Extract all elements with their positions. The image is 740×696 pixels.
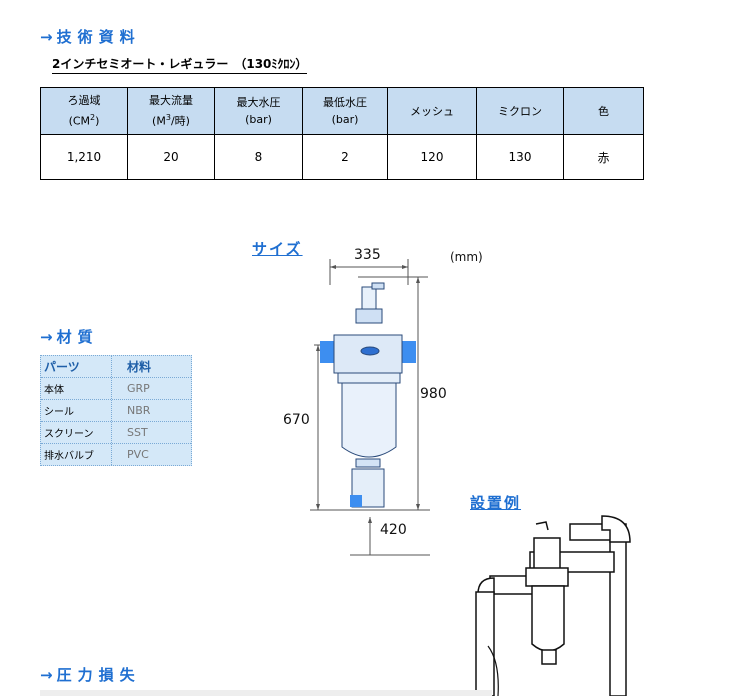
header-line1: 最大水圧 <box>236 96 281 109</box>
dim-width: 335 <box>354 247 381 263</box>
material-heading: →材質 <box>40 326 99 347</box>
size-link[interactable]: サイズ <box>252 240 303 258</box>
materials-table: パーツ 材料 本体 GRP シール NBR スクリーン SST 排水バルブ PV… <box>40 355 192 466</box>
spec-header-cell: 最大水圧 (bar) <box>214 87 303 135</box>
arrow-icon: → <box>40 28 53 46</box>
spec-header-cell: ミクロン <box>476 87 564 135</box>
materials-row: 排水バルブ PVC <box>41 444 191 465</box>
spec-value-cell: 120 <box>387 134 477 180</box>
size-unit: (mm) <box>450 250 483 264</box>
materials-header-part: パーツ <box>41 356 112 377</box>
installation-drawing <box>475 515 631 696</box>
materials-row: スクリーン SST <box>41 422 191 444</box>
header-line2: (bar) <box>245 113 272 126</box>
header-line1: ろ過域 <box>67 94 101 108</box>
spec-header-cell: 最大流量 (M3/時) <box>127 87 215 135</box>
arrow-icon: → <box>40 328 53 346</box>
spec-value-row: 1,210 20 8 2 120 130 赤 <box>40 134 644 180</box>
material-value: PVC <box>127 448 149 461</box>
material-value: SST <box>127 426 148 439</box>
dim-height-body: 670 <box>283 412 310 428</box>
arrow-icon: → <box>40 666 53 684</box>
spec-value-cell: 2 <box>302 134 388 180</box>
product-subtitle: 2インチセミオート・レギュラー （130ﾐｸﾛﾝ） <box>52 55 308 74</box>
dim-clearance: 420 <box>380 522 407 538</box>
pressure-loss-heading: →圧力損失 <box>40 664 141 685</box>
material-value: NBR <box>127 404 151 417</box>
spec-value-cell: 20 <box>127 134 215 180</box>
materials-header-material: 材料 <box>127 360 152 374</box>
header-line2: (bar) <box>331 113 359 126</box>
header-line2: (CM2) <box>68 113 100 128</box>
spec-header-cell: 最低水圧 (bar) <box>302 87 388 135</box>
material-part: 排水バルブ <box>41 444 112 465</box>
header-line1: 最低水圧 <box>323 96 367 109</box>
materials-header-row: パーツ 材料 <box>41 356 191 378</box>
material-heading-text: 材質 <box>56 328 99 346</box>
spec-header-cell: 色 <box>563 87 644 135</box>
dim-height-total: 980 <box>420 386 447 402</box>
tech-data-heading-text: 技術資料 <box>56 28 141 46</box>
material-part: 本体 <box>41 378 112 399</box>
materials-row: 本体 GRP <box>41 378 191 400</box>
spec-header-row: ろ過域 (CM2) 最大流量 (M3/時) 最大水圧 (bar) 最低水圧 (b… <box>40 87 644 135</box>
spec-header-cell: ろ過域 (CM2) <box>40 87 128 135</box>
spec-value-cell: 1,210 <box>40 134 128 180</box>
material-value: GRP <box>127 382 150 395</box>
header-line2: (M3/時) <box>152 113 190 128</box>
material-part: スクリーン <box>41 422 112 443</box>
filter-dimension-drawing <box>310 259 430 556</box>
spec-header-cell: メッシュ <box>387 87 477 135</box>
tech-data-heading: →技術資料 <box>40 26 141 47</box>
pressure-loss-chart-top <box>40 690 492 696</box>
materials-row: シール NBR <box>41 400 191 422</box>
material-part: シール <box>41 400 112 421</box>
spec-value-cell: 130 <box>476 134 564 180</box>
spec-value-cell: 8 <box>214 134 303 180</box>
spec-table: ろ過域 (CM2) 最大流量 (M3/時) 最大水圧 (bar) 最低水圧 (b… <box>40 87 644 180</box>
install-example-link[interactable]: 設置例 <box>470 494 522 512</box>
header-line1: 最大流量 <box>149 94 193 108</box>
pressure-loss-heading-text: 圧力損失 <box>56 666 141 684</box>
spec-value-cell: 赤 <box>563 134 644 180</box>
